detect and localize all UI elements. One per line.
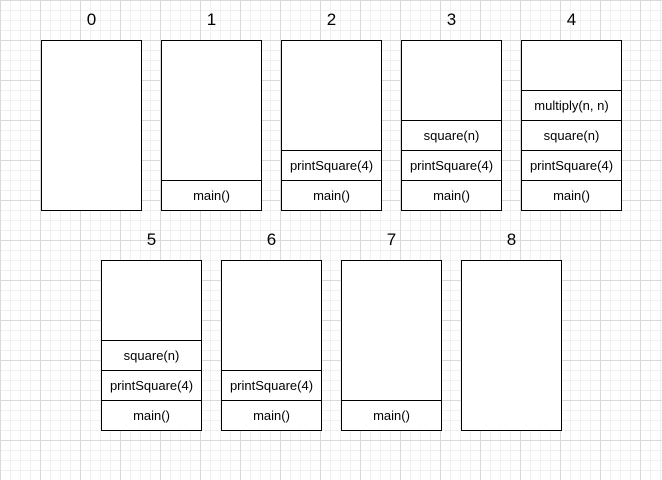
stack-frame: main() (522, 180, 621, 210)
stack-box: multiply(n, n) square(n) printSquare(4) … (521, 40, 622, 211)
stack-label: 3 (446, 10, 457, 29)
stack-box: square(n) printSquare(4) main() (101, 260, 202, 431)
stack-frame: printSquare(4) (102, 370, 201, 400)
stack-frame: main() (162, 180, 261, 210)
stack-frame: main() (342, 400, 441, 430)
stack-box: square(n) printSquare(4) main() (401, 40, 502, 211)
stack-frame: printSquare(4) (282, 150, 381, 180)
stack-box: printSquare(4) main() (221, 260, 322, 431)
stack-box (461, 260, 562, 431)
stack-frame: square(n) (522, 120, 621, 150)
stack-label: 2 (326, 10, 337, 29)
stack-frame: printSquare(4) (222, 370, 321, 400)
stack-frame: multiply(n, n) (522, 90, 621, 120)
stack-box: printSquare(4) main() (281, 40, 382, 211)
stack-label: 7 (386, 230, 397, 249)
stack-label: 1 (206, 10, 217, 29)
stack-label: 8 (506, 230, 517, 249)
stack-box (41, 40, 142, 211)
stack-frame: main() (282, 180, 381, 210)
stack-label: 6 (266, 230, 277, 249)
stack-frame: main() (102, 400, 201, 430)
stack-label: 5 (146, 230, 157, 249)
stack-frame: square(n) (102, 340, 201, 370)
stack-frame: square(n) (402, 120, 501, 150)
stack-frame: printSquare(4) (402, 150, 501, 180)
stack-frame: main() (402, 180, 501, 210)
stack-frame: main() (222, 400, 321, 430)
stack-box: main() (161, 40, 262, 211)
stack-frame: printSquare(4) (522, 150, 621, 180)
stack-label: 4 (566, 10, 577, 29)
stack-label: 0 (86, 10, 97, 29)
stack-box: main() (341, 260, 442, 431)
